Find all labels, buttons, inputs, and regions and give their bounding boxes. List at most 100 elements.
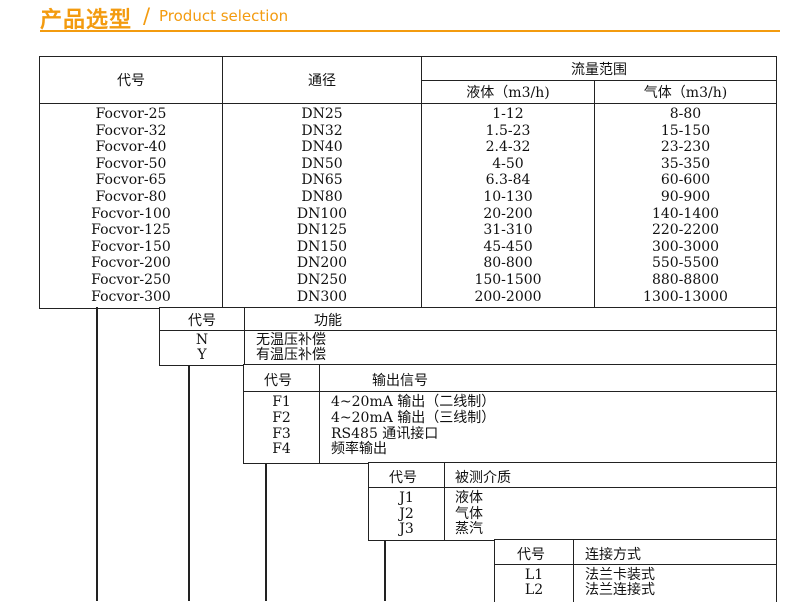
section-header: 产品选型 / Product selection: [40, 0, 780, 34]
medium-item: 蒸汽: [455, 521, 483, 538]
model-code: Focvor-25: [95, 106, 167, 122]
liquid-flow-value: 1-12: [492, 106, 524, 122]
model-code: Focvor-40: [95, 139, 167, 156]
section-subtitle: Product selection: [159, 7, 289, 25]
diameter-value: DN80: [301, 188, 343, 205]
output-header-name: 输出信号: [372, 373, 428, 389]
gas-flow-value: 8-80: [669, 106, 702, 122]
connection-code: L1: [524, 567, 544, 583]
liquid-flow-value: 1.5-23: [485, 122, 531, 139]
medium-item: 气体: [455, 505, 483, 522]
gas-flow-value: 60-600: [660, 172, 711, 189]
cascade-line-4: [384, 539, 386, 601]
gas-flow-value: 550-5500: [651, 255, 720, 272]
gas-flow-value: 140-1400: [651, 205, 720, 222]
diameter-value: DN200: [296, 255, 348, 272]
connection-item: 法兰卡装式: [585, 567, 655, 583]
medium-header-name: 被测介质: [455, 470, 511, 486]
gas-flow-value: 300-3000: [651, 238, 720, 255]
output-code: F4: [272, 441, 291, 458]
medium-code: J3: [399, 521, 414, 538]
model-code: Focvor-200: [91, 255, 171, 272]
function-code: Y: [197, 347, 207, 363]
function-item: 无温压补偿: [256, 332, 326, 348]
diameter-value: DN32: [301, 122, 343, 139]
liquid-flow-value: 10-130: [483, 188, 533, 205]
section-title: 产品选型: [40, 8, 133, 33]
liquid-flow-value: 45-450: [483, 238, 533, 255]
cascade-line-2: [188, 364, 190, 601]
function-table-header: [160, 308, 776, 331]
liquid-flow-value: 4-50: [492, 155, 524, 172]
output-code: F2: [272, 409, 291, 426]
liquid-flow-value: 200-2000: [474, 288, 542, 305]
diameter-value: DN40: [301, 139, 343, 156]
medium-code: J2: [399, 505, 414, 522]
header-gas: 气体（m3/h): [594, 80, 777, 104]
diameter-value: DN65: [301, 172, 343, 189]
gas-flow-value: 880-8800: [651, 271, 720, 288]
gas-flow-value: 220-2200: [651, 222, 720, 239]
liquid-flow-value: 150-1500: [474, 271, 542, 288]
header-code: 代号: [39, 56, 223, 104]
header-liquid: 液体（m3/h): [421, 80, 595, 104]
diameter-value: DN250: [296, 271, 348, 288]
medium-header-code: 代号: [389, 470, 417, 486]
connection-header-code: 代号: [517, 547, 545, 563]
model-code: Focvor-150: [91, 238, 171, 255]
gas-flow-value: 90-900: [660, 188, 711, 205]
diameter-value: DN25: [301, 106, 343, 122]
output-table-header: [244, 365, 776, 392]
connection-table-header: [495, 540, 776, 565]
header-flow-range: 流量范围: [421, 56, 777, 81]
output-item: 4~20mA 输出（三线制）: [331, 409, 496, 426]
gas-flow-value: 1300-13000: [643, 288, 728, 305]
function-header-name: 功能: [314, 313, 342, 329]
header-rule: [40, 30, 780, 32]
model-code: Focvor-100: [91, 205, 171, 222]
title-slash-divider: /: [143, 4, 151, 28]
diameter-value: DN100: [296, 205, 348, 222]
liquid-flow-value: 80-800: [483, 255, 533, 272]
cascade-line-1: [96, 307, 98, 601]
model-code: Focvor-250: [91, 271, 171, 288]
output-code: F1: [272, 394, 291, 410]
model-code: Focvor-32: [95, 122, 167, 139]
output-item: 频率输出: [331, 441, 387, 458]
gas-flow-value: 15-150: [660, 122, 711, 139]
output-code: F3: [272, 425, 291, 442]
header-diameter: 通径: [222, 56, 422, 104]
output-header-code: 代号: [264, 373, 292, 389]
connection-item: 法兰连接式: [585, 582, 655, 598]
model-code: Focvor-300: [91, 288, 171, 305]
output-item: 4~20mA 输出（二线制）: [331, 394, 496, 410]
liquid-flow-value: 31-310: [483, 222, 533, 239]
output-item: RS485 通讯接口: [331, 425, 439, 442]
gas-flow-value: 23-230: [660, 139, 711, 156]
cascade-line-3: [265, 462, 267, 601]
function-code: N: [195, 332, 209, 348]
diameter-value: DN125: [296, 222, 348, 239]
gas-flow-value: 35-350: [660, 155, 711, 172]
medium-item: 液体: [455, 490, 483, 506]
connection-header-name: 连接方式: [585, 547, 641, 563]
function-item: 有温压补偿: [256, 347, 326, 363]
connection-code: L2: [524, 582, 544, 598]
medium-table-header: [369, 463, 776, 488]
diameter-value: DN300: [296, 288, 348, 305]
liquid-flow-value: 20-200: [483, 205, 533, 222]
model-code: Focvor-125: [91, 222, 171, 239]
diameter-value: DN50: [301, 155, 343, 172]
model-code: Focvor-80: [95, 188, 167, 205]
liquid-flow-value: 2.4-32: [485, 139, 531, 156]
liquid-flow-value: 6.3-84: [485, 172, 531, 189]
